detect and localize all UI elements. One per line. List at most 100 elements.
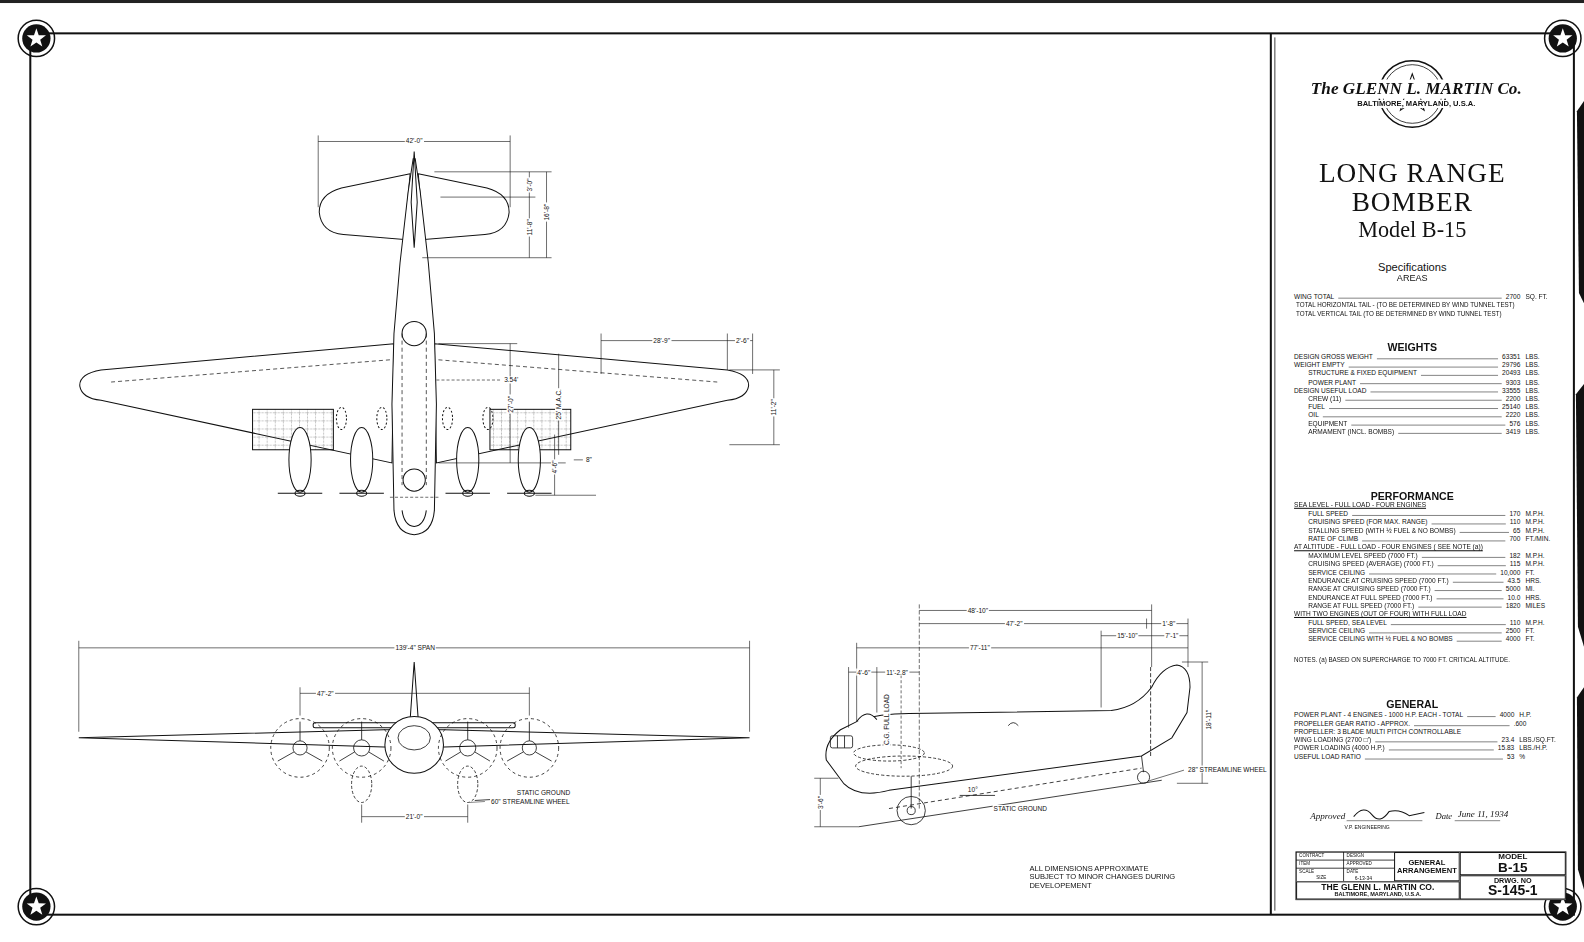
leader-line xyxy=(1369,632,1502,633)
spec-value: 5000 xyxy=(1505,585,1522,592)
leader-line xyxy=(1369,573,1496,574)
approval-date: June 11, 1934 xyxy=(1457,810,1510,820)
spec-unit: LBS. xyxy=(1524,428,1540,435)
spec-item: CREW (11) xyxy=(1307,395,1342,402)
spec-unit: M.P.H. xyxy=(1524,619,1545,626)
spec-item: MAXIMUM LEVEL SPEED (7000 FT.) xyxy=(1307,552,1419,559)
spec-value: 4000 xyxy=(1505,636,1522,643)
spec-item: USEFUL LOAD RATIO xyxy=(1293,753,1362,760)
title-block-cell: DATE xyxy=(1346,870,1360,875)
spec-unit: FT. xyxy=(1524,636,1535,643)
leader-line xyxy=(1377,358,1498,359)
spec-item: FULL SPEED, SEA LEVEL xyxy=(1307,619,1388,626)
spec-unit: LBS. xyxy=(1524,370,1540,377)
leader-line xyxy=(1467,716,1495,717)
dimension-label: 47'-2" xyxy=(316,690,335,697)
spec-value: 4000 xyxy=(1499,711,1516,718)
dimension-label: STATIC GROUND xyxy=(993,805,1048,812)
spec-item: FUEL xyxy=(1307,403,1326,410)
title-block-cell: ITEM xyxy=(1298,862,1311,867)
leader-line xyxy=(1375,741,1497,742)
title-block-text: S-145-1 xyxy=(1488,884,1538,898)
company-name: The GLENN L. MARTIN Co. xyxy=(1310,79,1523,98)
spec-item: CRUISING SPEED (FOR MAX. RANGE) xyxy=(1307,518,1428,525)
dimension-label: 4'-6" xyxy=(856,669,871,676)
leader-line xyxy=(1323,416,1502,417)
spec-unit: LBS. xyxy=(1524,411,1540,418)
spec-value: 700 xyxy=(1508,535,1521,542)
note-text: NOTES. (a) BASED ON SUPERCHARGE TO 7000 … xyxy=(1293,657,1511,664)
title-block-cell: APPROVED xyxy=(1346,862,1373,867)
spec-item: RANGE AT FULL SPEED (7000 FT.) xyxy=(1307,601,1415,608)
title-block-box: THE GLENN L. MARTIN CO.BALTIMORE, MARYLA… xyxy=(1296,881,1460,899)
title-block-text: THE GLENN L. MARTIN CO. xyxy=(1321,883,1434,892)
section-heading: WEIGHTS xyxy=(1386,342,1438,354)
leader-line xyxy=(1437,598,1504,599)
spec-value: 170 xyxy=(1508,510,1521,517)
spec-unit: LBS./SQ.FT. xyxy=(1518,736,1557,743)
dimension-label: 27'-0" xyxy=(507,395,514,414)
spec-value: 110 xyxy=(1509,518,1522,525)
dimension-label: 15'-10" xyxy=(1116,632,1138,639)
spec-item: POWER PLANT xyxy=(1307,378,1357,385)
dimension-label: 1'-8" xyxy=(1161,620,1176,627)
spec-item: EQUIPMENT xyxy=(1307,419,1348,426)
drawing-note: ALL DIMENSIONS APPROXIMATE SUBJECT TO MI… xyxy=(1028,865,1182,890)
spec-value: 10,000 xyxy=(1499,568,1521,575)
spec-value: .600 xyxy=(1513,720,1528,727)
spec-unit: FT. xyxy=(1524,627,1535,634)
spec-item: OIL xyxy=(1307,411,1320,418)
spec-unit: LBS. xyxy=(1524,361,1540,368)
leader-line xyxy=(1432,523,1506,524)
spec-subheading: AT ALTITUDE - FULL LOAD - FOUR ENGINES (… xyxy=(1293,543,1484,550)
spec-unit: MI. xyxy=(1524,585,1535,592)
leader-line xyxy=(1435,590,1502,591)
spec-item: SERVICE CEILING WITH ½ FUEL & NO BOMBS xyxy=(1307,636,1454,643)
leader-line xyxy=(1351,425,1505,426)
spec-value: 10.0 xyxy=(1507,593,1522,600)
dimension-label: 3'-6" xyxy=(817,795,824,810)
dimension-label: 77'-11" xyxy=(969,644,991,651)
spec-value: 115 xyxy=(1509,560,1522,567)
leader-line xyxy=(1362,540,1505,541)
spec-item: WING TOTAL xyxy=(1293,293,1335,300)
title-block-box: MODELB-15 xyxy=(1460,852,1566,875)
spec-unit: MILES xyxy=(1524,601,1546,608)
spec-unit: FT. xyxy=(1524,568,1535,575)
title-block-box: GENERAL ARRANGEMENT xyxy=(1394,852,1460,881)
dimension-label: 3.54' xyxy=(503,376,519,383)
spec-unit: LBS. xyxy=(1524,386,1540,393)
spec-unit: M.P.H. xyxy=(1524,552,1545,559)
dimension-label: 42'-0" xyxy=(405,137,424,144)
model-name: Model B-15 xyxy=(1357,218,1467,242)
spec-value: 2220 xyxy=(1505,411,1522,418)
dimension-label: 11'-2.8" xyxy=(885,669,909,676)
spec-unit: HRS. xyxy=(1524,593,1542,600)
leader-line xyxy=(1360,383,1502,384)
leader-line xyxy=(1460,532,1509,533)
spec-subheading: SEA LEVEL - FULL LOAD - FOUR ENGINES xyxy=(1293,501,1427,508)
dimension-label: 4'-6" xyxy=(551,459,558,474)
approval-text: Date xyxy=(1434,812,1453,821)
dimension-label: 3'-0" xyxy=(526,177,533,192)
spec-item: CRUISING SPEED (AVERAGE) (7000 FT.) xyxy=(1307,560,1434,567)
title-block-cell: SCALE xyxy=(1298,870,1315,875)
leader-line xyxy=(1418,607,1501,608)
leader-line xyxy=(1345,400,1501,401)
spec-value: 2500 xyxy=(1505,627,1522,634)
title-block-cell: CONTRACT xyxy=(1298,854,1325,859)
leader-line xyxy=(1389,749,1494,750)
dimension-label: 60" STREAMLINE WHEEL xyxy=(490,798,571,805)
dimension-label: 11'-8" xyxy=(526,218,533,236)
title-block-text: B-15 xyxy=(1498,861,1527,875)
spec-subheading: WITH TWO ENGINES (OUT OF FOUR) WITH FULL… xyxy=(1293,610,1467,617)
spec-value: 182 xyxy=(1508,552,1521,559)
spec-unit: H.P. xyxy=(1518,711,1532,718)
dimension-label: 16'-8" xyxy=(543,203,550,222)
spec-item: FULL SPEED xyxy=(1307,510,1349,517)
title-block-text: DRWG. NO xyxy=(1494,877,1532,884)
spec-unit: % xyxy=(1518,753,1526,760)
title-block-cell: SIZE xyxy=(1315,875,1327,880)
